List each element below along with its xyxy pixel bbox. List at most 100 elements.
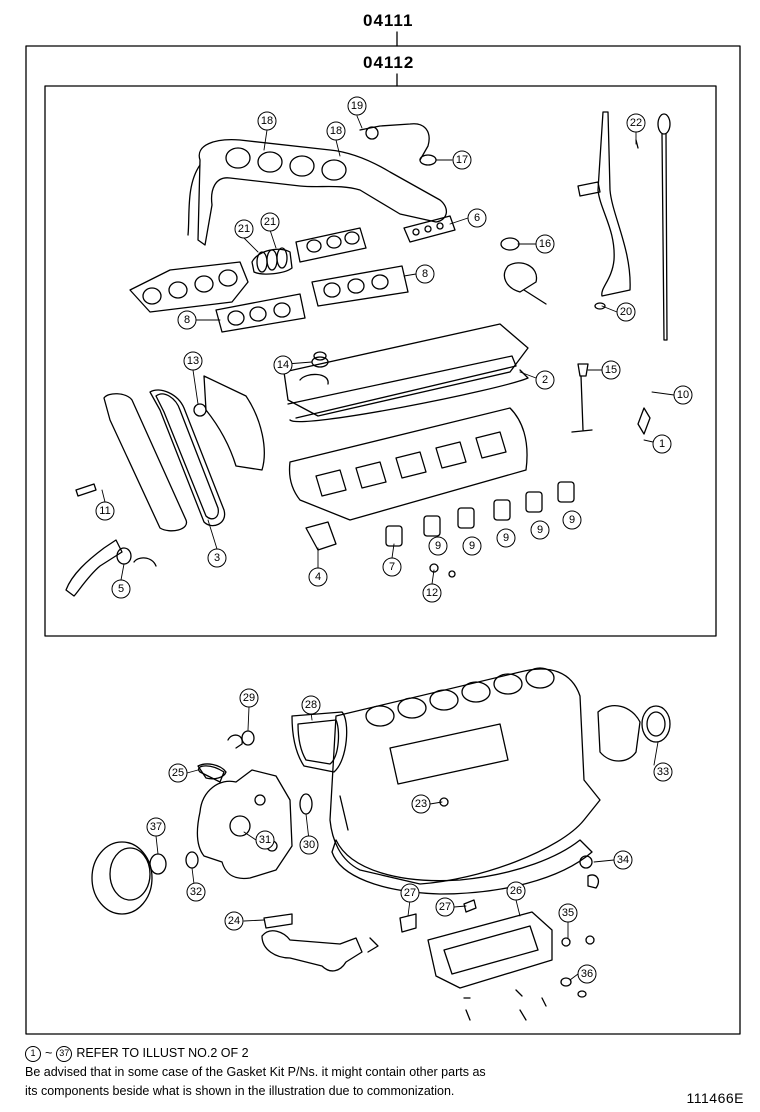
callout-circle-17 [452,150,472,170]
callout-label: 22 [630,117,642,129]
inner-frame [44,85,717,637]
callout-circle-35 [558,903,578,923]
refer-to-circle: 37 [56,1045,73,1062]
callout-label: 21 [264,216,276,228]
callout-circle-9c [496,528,516,548]
notes-line-2: its components beside what is shown in t… [25,1084,455,1098]
callout-label: 26 [510,885,522,897]
callout-label: 27 [439,901,451,913]
callout-circle-5 [111,579,131,599]
callout-circle-34 [613,850,633,870]
callout-label: 36 [581,968,593,980]
callout-circle-4 [308,567,328,587]
callout-circle-19 [347,96,367,116]
callout-circle-16 [535,234,555,254]
callout-circle-13 [183,351,203,371]
callout-label: 10 [677,389,689,401]
callout-circle-2 [535,370,555,390]
callout-circle-12 [422,583,442,603]
callout-label: 8 [422,268,428,280]
head-gaskets-drawing [305,237,575,578]
callout-label: 33 [657,766,669,778]
callout-circle-23 [411,794,431,814]
callout-label: 9 [537,524,543,536]
callout-label: 35 [562,907,574,919]
callout-label: 34 [617,854,629,866]
callout-label: 3 [214,552,220,564]
callout-circle-9d [530,520,550,540]
callout-circle-36 [577,964,597,984]
callout-label: 19 [351,100,363,112]
callout-label: 16 [539,238,551,250]
callout-label: 21 [238,223,250,235]
callout-circle-33 [653,762,673,782]
callout-circle-1 [652,434,672,454]
callout-label: 23 [415,798,427,810]
notes-block: 1 ~ 37 REFER TO ILLUST NO.2 OF 2 Be advi… [25,1044,745,1101]
front-cover-drawing [185,711,348,880]
callout-label: 14 [277,359,289,371]
callout-label: 18 [330,125,342,137]
cylinder-block-drawing [329,667,601,895]
callout-circle-24 [224,911,244,931]
callout-label: 27 [404,887,416,899]
oil-pan-parts-drawing [261,855,600,1021]
callout-circle-18b [326,121,346,141]
callout-circle-18a [257,111,277,131]
callout-label: 29 [243,692,255,704]
illustration-id: 111466E [686,1090,744,1106]
callout-label: 5 [118,583,124,595]
callout-circle-37 [146,817,166,837]
outer-frame [25,45,741,1035]
crank-pulley-drawing [91,705,671,915]
callout-circle-27a [400,883,420,903]
callout-label: 13 [187,355,199,367]
callout-label: 6 [474,212,480,224]
callout-label: 9 [569,514,575,526]
callout-label: 9 [503,532,509,544]
callout-circle-21a [234,219,254,239]
callout-label: 25 [172,767,184,779]
callout-circle-10 [673,385,693,405]
dipstick-drawing [577,111,671,341]
callout-circle-30 [299,835,319,855]
callout-circle-9a [428,536,448,556]
callout-label: 37 [150,821,162,833]
exhaust-manifold-drawing [187,123,456,246]
callout-circle-29 [239,688,259,708]
callout-circle-8b [415,264,435,284]
callout-circle-20 [616,302,636,322]
notes-line-1: Be advised that in some case of the Gask… [25,1065,486,1079]
callout-circle-6 [467,208,487,228]
callout-label: 8 [184,314,190,326]
callout-circle-21b [260,212,280,232]
part-number-04111: 04111 [363,11,413,30]
callout-circle-7 [382,557,402,577]
refer-from-circle: 1 [25,1045,41,1062]
callout-circle-14 [273,355,293,375]
callout-circle-15 [601,360,621,380]
timing-belt-drawing [65,375,265,597]
callout-label: 20 [620,306,632,318]
part-number-04112: 04112 [363,53,414,72]
callout-label: 28 [305,699,317,711]
callout-label: 12 [426,587,438,599]
callout-label: 4 [315,571,321,583]
callout-label: 31 [259,834,271,846]
callout-circle-26 [506,881,526,901]
cylinder-head-drawing [283,323,651,521]
callout-circle-28 [301,695,321,715]
intake-manifold-drawing [129,227,409,333]
callout-circle-31 [255,830,275,850]
callout-circle-3 [207,548,227,568]
callout-circle-25 [168,763,188,783]
refer-text: REFER TO ILLUST NO.2 OF 2 [76,1046,249,1060]
callout-circle-11 [95,501,115,521]
callout-label: 7 [389,561,395,573]
callout-circle-8a [177,310,197,330]
callout-circle-27b [435,897,455,917]
leader-lines [101,115,675,981]
callout-circle-9b [462,536,482,556]
callout-circle-9e [562,510,582,530]
